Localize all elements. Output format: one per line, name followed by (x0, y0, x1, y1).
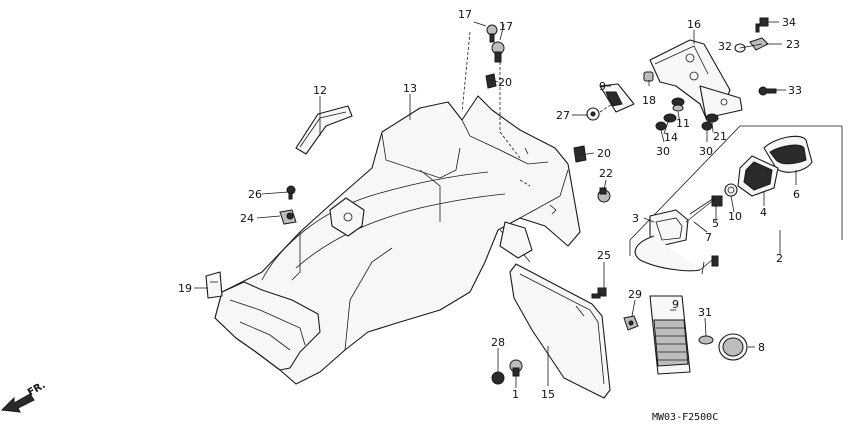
callout-27: 27 (556, 109, 570, 122)
callout-11: 11 (676, 117, 690, 130)
callout-10: 10 (728, 210, 742, 223)
callout-21: 21 (713, 130, 727, 143)
callout-15: 15 (541, 388, 555, 401)
callout-31: 31 (698, 306, 712, 319)
clip-20-upper (485, 73, 497, 89)
taillight-assembly-frame (629, 125, 843, 256)
license-bracket (649, 39, 743, 119)
callouts: 17 17 20 16 34 32 23 12 13 9 18 33 27 11… (178, 8, 802, 401)
callout-17a: 17 (458, 8, 472, 21)
washer-11 (671, 97, 685, 112)
collar-28 (491, 371, 505, 385)
rear-fender-main (214, 95, 581, 385)
callout-13: 13 (403, 82, 417, 95)
callout-16: 16 (687, 18, 701, 31)
bolt-25 (591, 287, 607, 299)
reflector-lower (649, 295, 691, 375)
bolt-17-lower (491, 41, 505, 63)
screw-26 (286, 185, 296, 200)
callout-26: 26 (248, 188, 262, 201)
nut-30a (655, 121, 667, 131)
bolt-34 (755, 17, 769, 33)
callout-23: 23 (786, 38, 800, 51)
callout-18: 18 (642, 94, 656, 107)
leader-lines (194, 21, 797, 388)
front-direction-label: FR. (26, 380, 48, 399)
round-reflector-8 (718, 333, 748, 361)
callout-19: 19 (178, 282, 192, 295)
taillight-base (634, 197, 719, 275)
bolt-33 (758, 86, 777, 96)
nut-29 (623, 315, 639, 331)
taillight-gasket (737, 155, 779, 197)
nut-plate-23 (749, 37, 769, 51)
reflector-upper (599, 83, 635, 113)
callout-7: 7 (705, 231, 712, 244)
callout-20a: 20 (498, 76, 512, 89)
callout-1: 1 (512, 388, 519, 401)
callout-28: 28 (491, 336, 505, 349)
callout-32: 32 (718, 40, 732, 53)
nut-21 (705, 113, 719, 123)
seal-strip (295, 105, 353, 155)
bolt-1 (509, 359, 523, 377)
callout-33: 33 (788, 84, 802, 97)
callout-30b: 30 (699, 145, 713, 158)
callout-5: 5 (712, 217, 719, 230)
callout-30a: 30 (656, 145, 670, 158)
nut-14 (663, 113, 677, 123)
washer-31 (698, 335, 714, 345)
grommet-27 (586, 103, 613, 121)
callout-29: 29 (628, 288, 642, 301)
taillight-lens (763, 135, 813, 173)
callout-14: 14 (664, 131, 678, 144)
front-direction-arrow (0, 393, 35, 413)
drawing-code: MW03-F2500C (652, 412, 718, 423)
callout-9-upper: 9 (599, 80, 606, 93)
clip-19 (205, 271, 223, 299)
nut-18 (643, 71, 654, 82)
socket-5 (711, 195, 723, 207)
callout-12: 12 (313, 84, 327, 97)
splash-guard (509, 263, 611, 399)
collar-24 (279, 209, 297, 225)
bolt-17-upper (486, 24, 498, 43)
callout-24: 24 (240, 212, 254, 225)
callout-3: 3 (632, 212, 639, 225)
callout-8: 8 (758, 341, 765, 354)
callout-20b: 20 (597, 147, 611, 160)
bolt-22 (597, 187, 611, 203)
nut-30b (701, 121, 713, 131)
clip-20-lower (573, 145, 587, 163)
callout-34: 34 (782, 16, 796, 29)
callout-6: 6 (793, 188, 800, 201)
callout-25: 25 (597, 249, 611, 262)
callout-9-lower: 9 (672, 298, 679, 311)
callout-22: 22 (599, 167, 613, 180)
bulb-10 (724, 183, 738, 197)
callout-2: 2 (776, 252, 783, 265)
callout-17b: 17 (499, 20, 513, 33)
callout-4: 4 (760, 206, 767, 219)
